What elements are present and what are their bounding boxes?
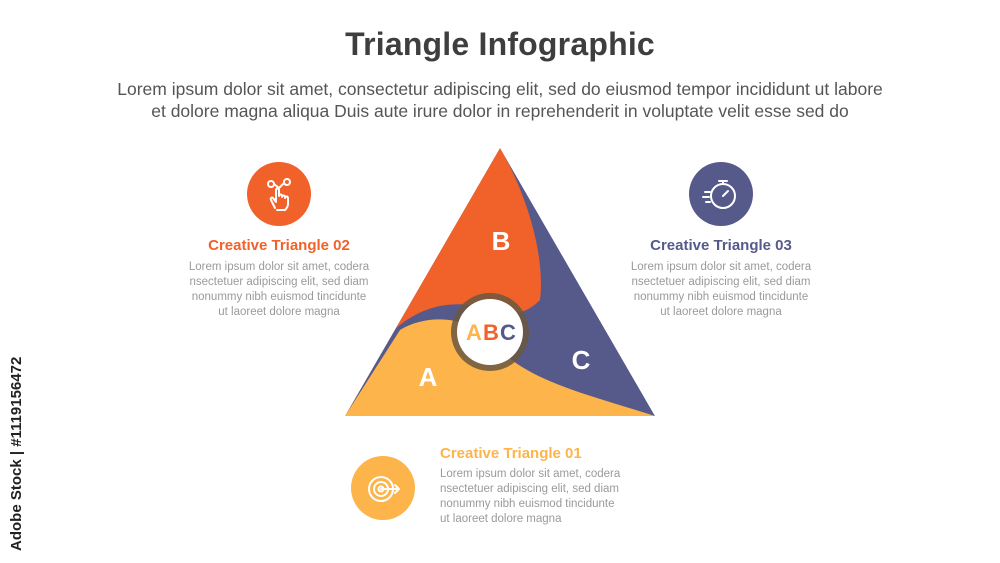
item02-body: Lorem ipsum dolor sit amet, codera nsect… bbox=[160, 260, 398, 320]
item02-body-line: nsectetuer adipiscing elit, sed diam bbox=[189, 276, 369, 288]
stopwatch-icon bbox=[702, 180, 736, 209]
segment-b bbox=[345, 148, 541, 416]
stock-watermark: Adobe Stock | #1119156472 bbox=[6, 326, 30, 551]
item01-icon-circle bbox=[351, 456, 415, 520]
item01-body-line: nonummy nibh euismod tincidunte bbox=[440, 498, 615, 510]
item03-body-line: ut laoreet dolore magna bbox=[660, 306, 782, 318]
item01-body-line: ut laoreet dolore magna bbox=[440, 513, 562, 525]
center-label-c: C bbox=[500, 320, 516, 345]
item03-icon-circle bbox=[689, 162, 753, 226]
item03-heading: Creative Triangle 03 bbox=[650, 237, 792, 254]
item03-body-line: nsectetuer adipiscing elit, sed diam bbox=[631, 276, 811, 288]
item01-heading: Creative Triangle 01 bbox=[440, 445, 582, 462]
page-title: Triangle Infographic bbox=[345, 26, 655, 62]
segment-a-label: A bbox=[419, 362, 438, 392]
segment-c-label: C bbox=[572, 345, 591, 375]
hand-touch-icon bbox=[267, 178, 291, 211]
page-subtitle: Lorem ipsum dolor sit amet, consectetur … bbox=[40, 78, 960, 122]
item02-body-line: Lorem ipsum dolor sit amet, codera bbox=[188, 261, 370, 273]
stock-watermark-text: Adobe Stock | #1119156472 bbox=[8, 356, 25, 551]
item03-body-line: Lorem ipsum dolor sit amet, codera bbox=[630, 261, 812, 273]
item03-body: Lorem ipsum dolor sit amet, codera nsect… bbox=[602, 260, 840, 320]
center-label-a: A bbox=[466, 320, 482, 345]
item01-body: Lorem ipsum dolor sit amet, codera nsect… bbox=[440, 467, 670, 527]
center-label-b: B bbox=[483, 320, 499, 345]
center-circle bbox=[457, 299, 523, 365]
target-icon bbox=[368, 476, 401, 502]
subtitle-line-1: Lorem ipsum dolor sit amet, consectetur … bbox=[117, 79, 883, 99]
item02-body-line: ut laoreet dolore magna bbox=[218, 306, 340, 318]
item03-body-line: nonummy nibh euismod tincidunte bbox=[633, 291, 809, 303]
item02-heading: Creative Triangle 02 bbox=[208, 237, 350, 254]
segment-b-label: B bbox=[492, 226, 511, 256]
item01-body-line: Lorem ipsum dolor sit amet, codera bbox=[440, 468, 621, 480]
item02-body-line: nonummy nibh euismod tincidunte bbox=[191, 291, 367, 303]
subtitle-line-2: et dolore magna aliqua Duis aute irure d… bbox=[151, 101, 849, 121]
item01-body-line: nsectetuer adipiscing elit, sed diam bbox=[440, 483, 619, 495]
item02-icon-circle bbox=[247, 162, 311, 226]
